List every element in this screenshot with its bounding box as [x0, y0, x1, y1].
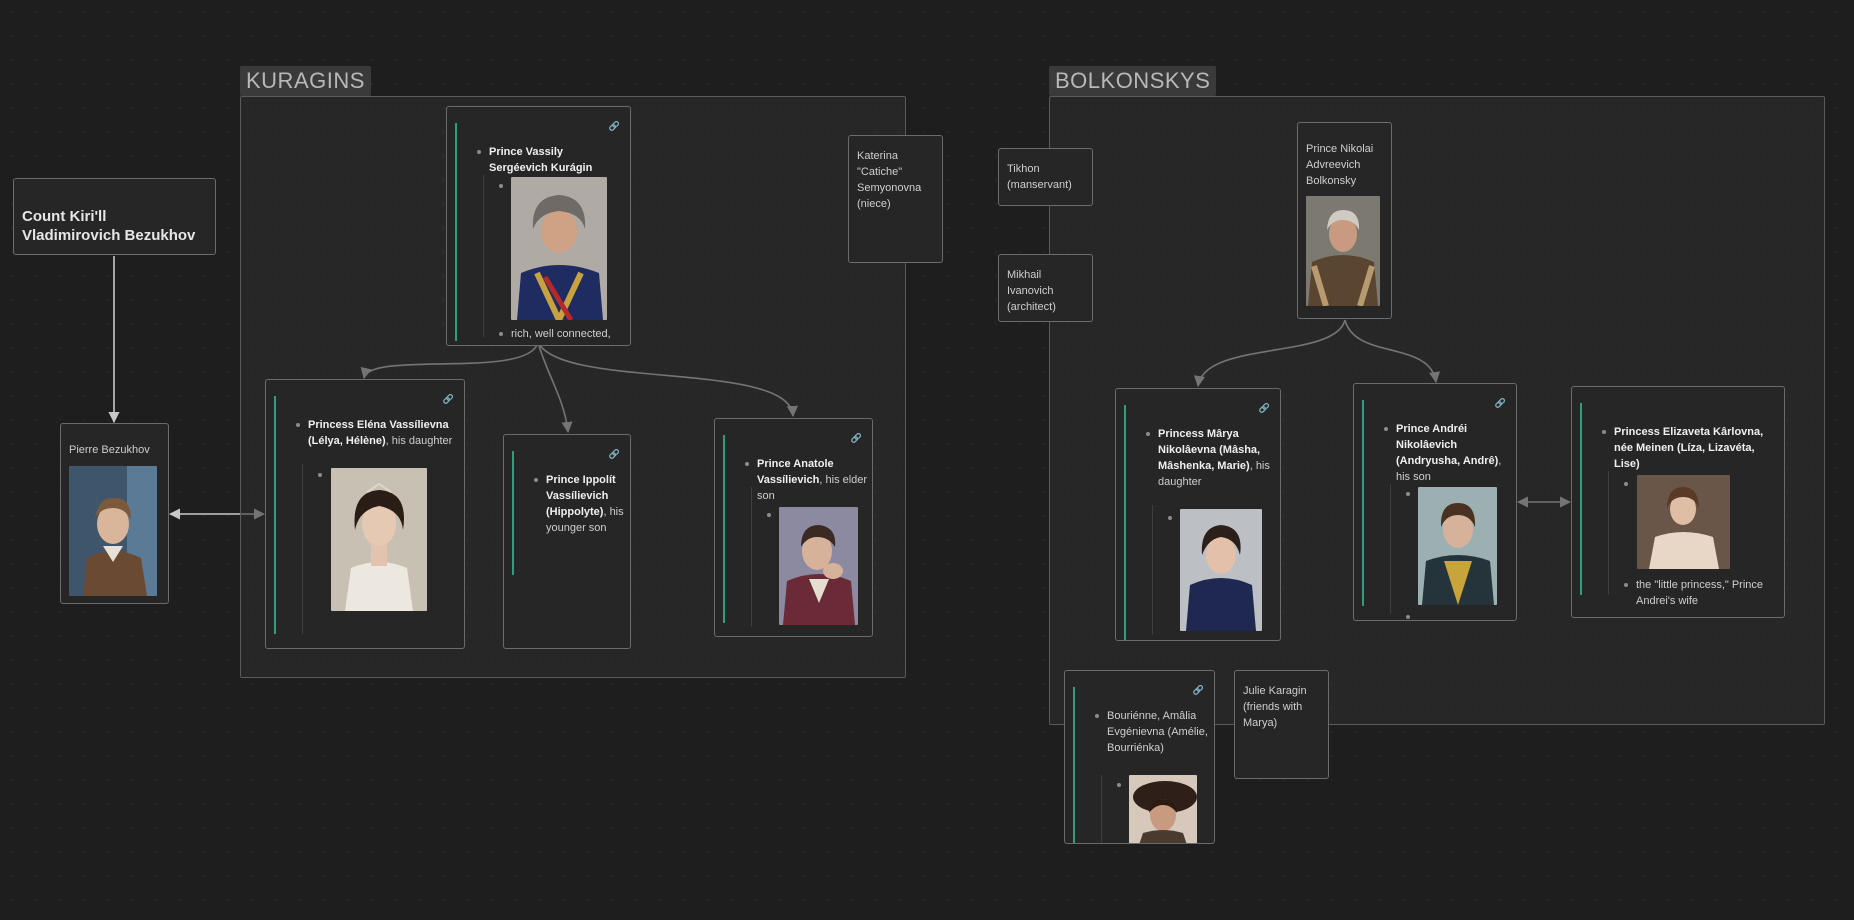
- card-mikhail[interactable]: Mikhail Ivanovich (architect): [998, 254, 1093, 322]
- count-kirill-name: Count Kiri'll Vladimirovich Bezukhov: [22, 208, 196, 244]
- marya-name: Princess Mârya Nikolâevna (Mâsha, Mâshen…: [1158, 428, 1261, 472]
- elena-role: , his daughter: [385, 435, 453, 447]
- lise-note: the "little princess," Prince Andrei's w…: [1636, 579, 1764, 607]
- bullet: [745, 462, 749, 466]
- card-tikhon[interactable]: Tikhon (manservant): [998, 148, 1093, 206]
- bullet: [296, 423, 300, 427]
- bullet: [767, 513, 771, 517]
- julie-name: Julie Karagin (friends with Marya): [1243, 685, 1307, 729]
- ippolit-name: Prince Ippolít Vassílievich (Hippolyte): [546, 474, 616, 518]
- link-icon[interactable]: 🔗: [850, 433, 862, 443]
- card-princess-elena[interactable]: 🔗 Princess Eléna Vassílievna (Lélya, Hél…: [265, 379, 465, 649]
- card-accent-bar: [723, 435, 725, 623]
- bourienne-name: Bouriénne, Amâlia Evgénievna (Amélie, Bo…: [1107, 710, 1208, 754]
- card-princess-marya[interactable]: 🔗 Princess Mârya Nikolâevna (Mâsha, Mâsh…: [1115, 388, 1281, 641]
- card-bourienne[interactable]: 🔗 Bouriénne, Amâlia Evgénievna (Amélie, …: [1064, 670, 1215, 844]
- card-julie[interactable]: Julie Karagin (friends with Marya): [1234, 670, 1329, 779]
- bullet: [499, 332, 503, 336]
- katerina-name: Katerina "Catiche" Semyonovna (niece): [857, 150, 922, 210]
- vassily-name: Prince Vassily Sergéevich Kurágin: [489, 146, 593, 174]
- card-prince-ippolit[interactable]: 🔗 Prince Ippolít Vassílievich (Hippolyte…: [503, 434, 631, 649]
- elena-name: Princess Eléna Vassílievna (Lélya, Hélèn…: [308, 419, 449, 447]
- bullet: [1095, 714, 1099, 718]
- portrait-photo-andrei: [1418, 487, 1497, 605]
- bullet: [477, 150, 481, 154]
- bolkonskys-group-label: BOLKONSKYS: [1049, 66, 1217, 96]
- link-icon[interactable]: 🔗: [1494, 398, 1506, 408]
- link-icon[interactable]: 🔗: [1192, 685, 1204, 695]
- andrei-role: , his son: [1396, 455, 1502, 483]
- nikolai-name: Prince Nikolai Advreevich Bolkonsky: [1306, 143, 1374, 187]
- card-accent-bar: [1124, 405, 1126, 640]
- bullet: [1384, 427, 1388, 431]
- card-prince-nikolai[interactable]: Prince Nikolai Advreevich Bolkonsky: [1297, 122, 1392, 319]
- card-pierre[interactable]: Pierre Bezukhov: [60, 423, 169, 604]
- bullet: [1624, 583, 1628, 587]
- bullet: [318, 473, 322, 477]
- portrait-photo-lise: [1637, 475, 1730, 569]
- link-icon[interactable]: 🔗: [442, 394, 454, 404]
- anatole-name: Prince Anatole Vassílievich: [757, 458, 834, 486]
- lise-name: Princess Elizaveta Kârlovna, née Meinen …: [1614, 426, 1764, 470]
- card-accent-bar: [274, 396, 276, 634]
- card-accent-bar: [455, 123, 457, 341]
- bullet: [1168, 516, 1172, 520]
- portrait-photo-nikolai: [1306, 196, 1380, 306]
- link-icon[interactable]: 🔗: [1258, 403, 1270, 413]
- link-icon[interactable]: 🔗: [608, 121, 620, 131]
- bullet: [1602, 430, 1606, 434]
- mikhail-name: Mikhail Ivanovich (architect): [1007, 269, 1056, 313]
- card-accent-bar: [1362, 400, 1364, 606]
- bullet: [534, 478, 538, 482]
- pierre-name: Pierre Bezukhov: [69, 444, 150, 456]
- anatole-role: , his elder son: [757, 474, 868, 502]
- portrait-photo-vassily: [511, 177, 607, 320]
- bullet: [1624, 482, 1628, 486]
- card-princess-lise[interactable]: Princess Elizaveta Kârlovna, née Meinen …: [1571, 386, 1785, 618]
- card-katerina[interactable]: Katerina "Catiche" Semyonovna (niece): [848, 135, 943, 263]
- card-prince-anatole[interactable]: 🔗 Prince Anatole Vassílievich, his elder…: [714, 418, 873, 637]
- tikhon-name: Tikhon (manservant): [1007, 163, 1072, 191]
- card-accent-bar: [1073, 687, 1075, 843]
- bullet: [499, 184, 503, 188]
- kuragins-group-label: KURAGINS: [240, 66, 371, 96]
- bullet: [1117, 783, 1121, 787]
- bullet: [1146, 432, 1150, 436]
- portrait-photo-marya: [1180, 509, 1262, 631]
- vassily-note: rich, well connected,: [511, 328, 611, 340]
- card-accent-bar: [512, 451, 514, 575]
- card-prince-andrei[interactable]: 🔗 Prince Andréi Nikolâevich (Andryusha, …: [1353, 383, 1517, 621]
- card-prince-vassily[interactable]: 🔗 Prince Vassily Sergéevich Kurágin rich…: [446, 106, 631, 346]
- bullet: [1406, 615, 1410, 619]
- portrait-photo-anatole: [779, 507, 858, 625]
- portrait-photo-bourienne: [1129, 775, 1197, 843]
- card-accent-bar: [1580, 403, 1582, 595]
- andrei-name: Prince Andréi Nikolâevich (Andryusha, An…: [1396, 423, 1499, 467]
- portrait-photo-pierre: [69, 466, 157, 596]
- card-count-kirill[interactable]: Count Kiri'll Vladimirovich Bezukhov: [13, 178, 216, 255]
- ippolit-role: , his younger son: [546, 506, 624, 534]
- bullet: [1406, 492, 1410, 496]
- link-icon[interactable]: 🔗: [608, 449, 620, 459]
- portrait-photo-elena: [331, 468, 427, 611]
- marya-role: , his daughter: [1158, 460, 1270, 488]
